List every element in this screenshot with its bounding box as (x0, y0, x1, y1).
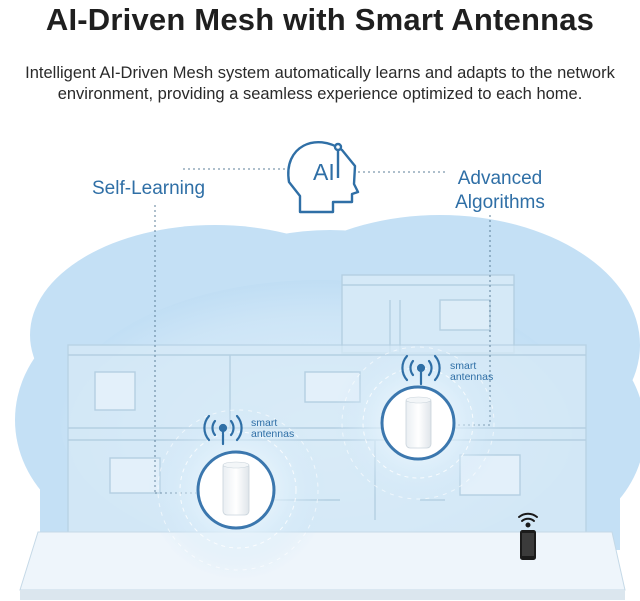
router-label-line-2: antennas (450, 371, 494, 383)
mesh-router (380, 385, 456, 461)
subtitle-line-2: environment, providing a seamless experi… (57, 85, 583, 103)
ai-head-icon-text: AI (313, 159, 335, 185)
page-subtitle: Intelligent AI-Driven Mesh system automa… (0, 63, 640, 105)
router-1-label: smart antennas (251, 418, 294, 440)
advanced-algorithms-label: Advanced Algorithms (448, 167, 552, 215)
smartphone-icon (520, 530, 536, 560)
router-label-line-1: smart (450, 360, 477, 372)
advanced-label-line-2: Algorithms (455, 192, 545, 213)
wifi-icon (518, 512, 538, 528)
advanced-label-line-1: Advanced (457, 168, 543, 189)
ai-head-icon (287, 141, 360, 214)
self-learning-label: Self-Learning (92, 178, 206, 199)
subtitle-line-1: Intelligent AI-Driven Mesh system automa… (25, 64, 615, 82)
wifi-antenna-icon (401, 354, 441, 386)
router-label-line-1: smart (251, 417, 278, 429)
router-2-label: smart antennas (450, 361, 493, 383)
page-title: AI-Driven Mesh with Smart Antennas (45, 2, 595, 37)
router-label-line-2: antennas (251, 428, 295, 440)
wifi-antenna-icon (203, 414, 243, 446)
mesh-router (196, 450, 276, 530)
